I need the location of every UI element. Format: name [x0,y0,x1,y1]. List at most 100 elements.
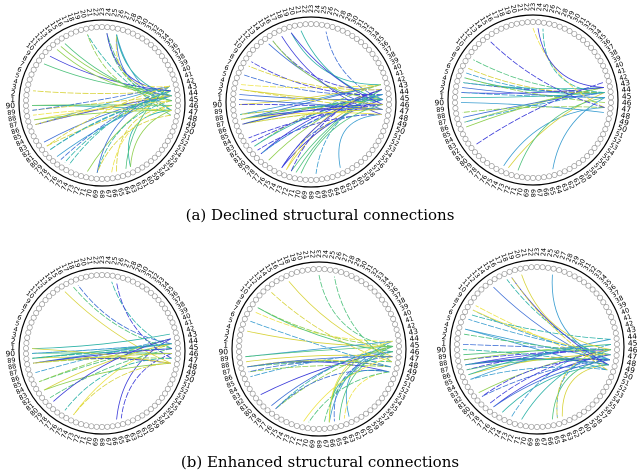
node-label: 57 [592,161,604,173]
node-label: 61 [349,179,360,190]
connection-edge [35,95,172,125]
connection-edge [343,371,390,419]
node-label: 76 [48,175,59,186]
node-label: 64 [122,433,132,443]
node-label: 24 [104,256,113,265]
node-label: 23 [98,8,106,16]
node-label: 54 [172,148,183,159]
node-label: 84 [446,383,457,394]
node-marker [24,86,31,93]
node-marker [539,264,546,271]
node-marker [288,270,295,277]
node-marker [58,283,65,290]
node-label: 6 [229,310,236,319]
node-marker [30,381,37,388]
node-marker [503,170,510,177]
connection-edge [473,59,605,93]
connection-edge [490,41,605,108]
node-marker [286,174,293,180]
connection-edge [64,291,172,364]
node-label: 7 [448,56,455,65]
node-marker [93,423,100,430]
node-marker [545,423,552,430]
node-label: 82 [452,395,463,406]
node-marker [503,23,510,30]
node-marker [511,420,518,427]
connection-edge [238,99,383,110]
node-label: 48 [620,111,631,122]
node-label: 42 [185,76,195,86]
node-marker [104,272,111,279]
node-marker [385,306,392,312]
node-label: 29 [352,257,363,268]
node-marker [334,25,341,32]
node-label: 6 [223,63,230,72]
connection-edge [241,112,382,120]
node-label: 15 [478,15,489,26]
node-label: 30 [358,260,369,271]
node-marker [24,361,31,368]
node-marker [454,352,461,359]
node-label: 86 [439,124,449,134]
node-label: 48 [408,360,419,371]
node-marker [171,324,178,331]
node-marker [327,425,334,432]
node-label: 20 [287,6,297,16]
node-label: 31 [577,15,588,26]
node-marker [462,136,469,142]
node-marker [488,163,495,170]
node-label: 38 [614,294,625,305]
node-label: 33 [374,270,385,281]
node-marker [28,71,35,78]
node-label: 25 [541,3,550,12]
node-label: 9 [454,45,462,54]
node-marker [375,60,382,66]
node-label: 65 [116,187,126,197]
node-marker [169,319,176,326]
node-label: 12 [241,29,253,41]
node-marker [134,280,141,287]
node-marker [613,352,620,359]
node-marker [396,348,402,355]
node-label: 39 [399,302,410,313]
node-label: 48 [398,113,409,124]
node-label: 37 [172,294,183,305]
node-marker [369,147,376,153]
node-marker [392,370,399,377]
node-marker [600,388,607,395]
outer-ring [225,16,397,188]
node-marker [276,170,283,177]
node-label: 60 [355,175,366,186]
node-marker [264,407,271,414]
node-marker [293,269,300,276]
node-label: 42 [185,324,195,334]
node-marker [519,19,526,26]
node-label: 37 [392,290,403,301]
node-marker [353,416,360,423]
connection-edge [111,105,173,173]
node-label: 81 [456,400,467,411]
node-marker [467,388,474,395]
node-marker [456,363,463,370]
node-label: 55 [168,153,179,164]
node-label: 8 [21,302,29,311]
node-marker [250,46,256,53]
connection-edge [77,284,172,345]
node-label: 76 [256,175,267,186]
node-marker [39,53,46,60]
node-marker [288,421,295,428]
node-marker [465,53,472,60]
node-label: 71 [512,435,522,445]
node-marker [379,395,385,402]
node-label: 17 [275,257,286,268]
node-marker [459,374,466,380]
node-markers [452,19,614,181]
node-label: 75 [54,178,65,189]
node-marker [83,422,90,429]
node-label: 65 [548,186,558,196]
node-marker [83,174,90,181]
node-label: 44 [188,336,199,346]
node-marker [517,422,524,429]
node-label: 69 [91,190,100,199]
connectome-panel-b2: 1234567891011121314151617181920212223242… [218,250,419,449]
